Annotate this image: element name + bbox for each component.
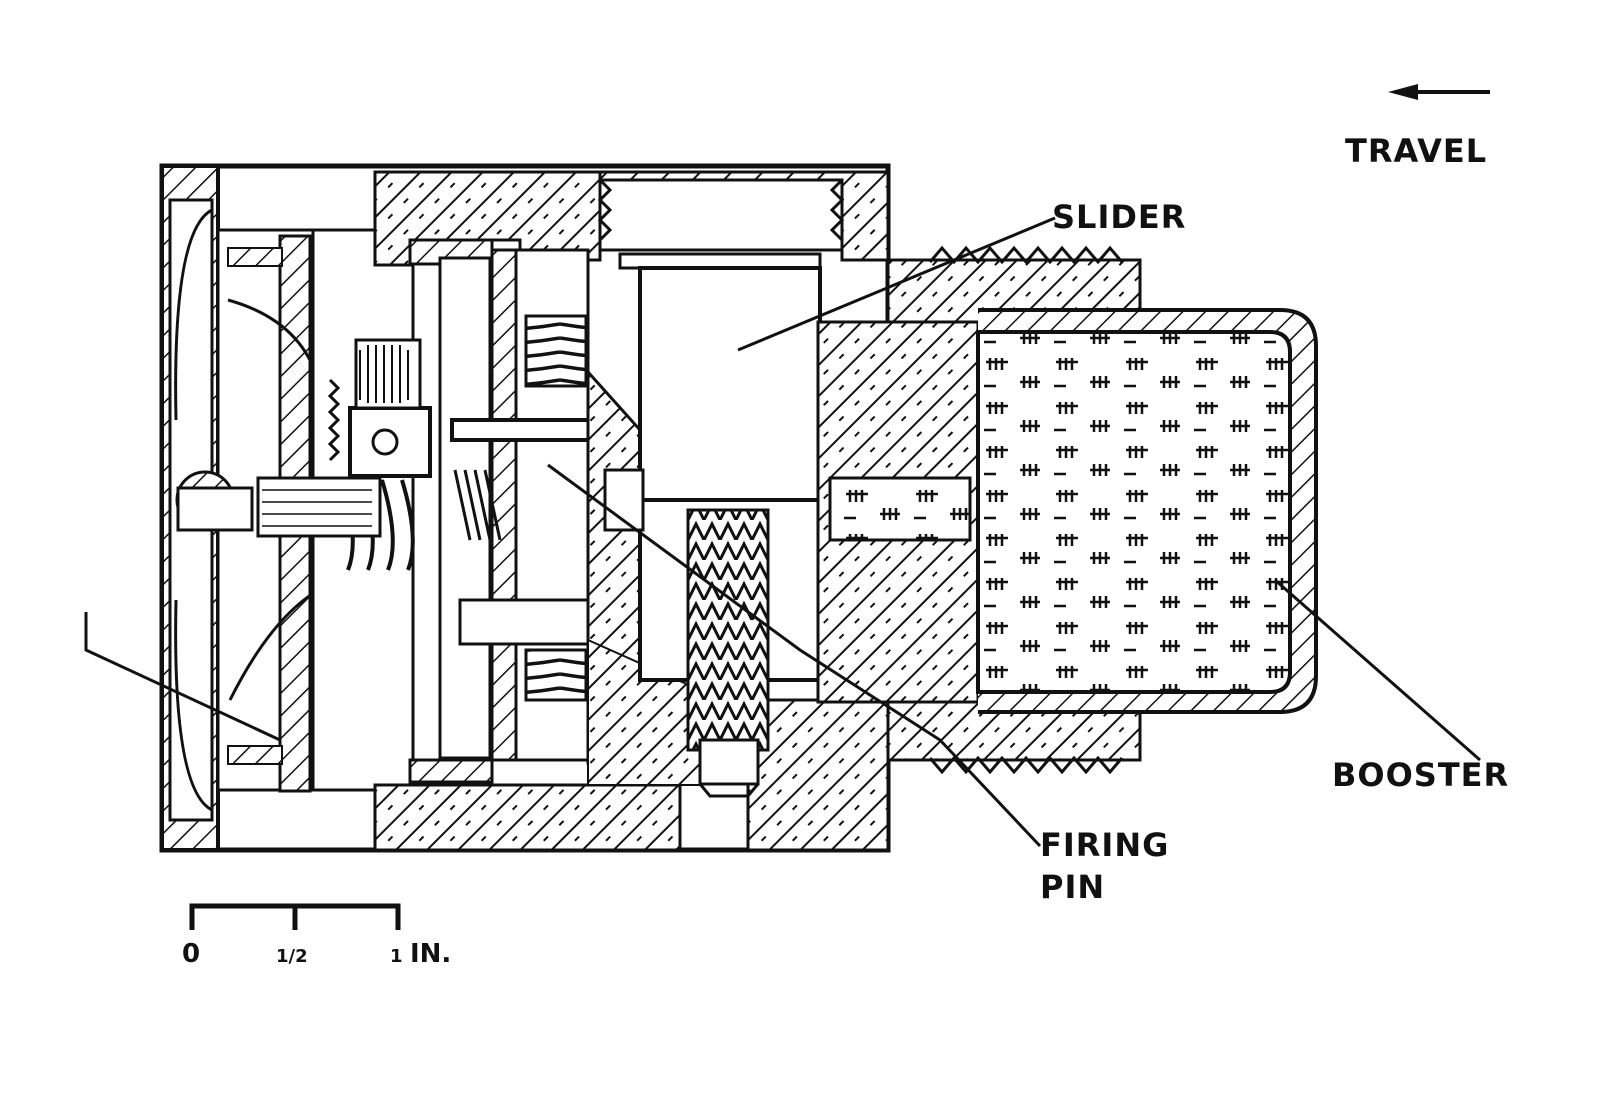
slider-leader: [737, 216, 1056, 352]
lower-spring: [524, 648, 588, 702]
booster-label: BOOSTER: [1332, 756, 1509, 794]
gear-train: [256, 228, 432, 792]
firing-pin-label-line1: FIRING: [1040, 826, 1169, 864]
travel-label: TRAVEL: [1345, 132, 1487, 170]
scale-tick-half: 1/2: [276, 946, 308, 967]
slider-label: SLIDER: [1052, 198, 1186, 236]
left-leader: [84, 612, 281, 742]
scale-unit: IN.: [410, 939, 451, 969]
threaded-neck: [886, 245, 1142, 775]
scale-bar: 0 1/2 1 IN.: [182, 903, 451, 969]
firing-pin: [686, 508, 770, 798]
lower-housing: [373, 783, 682, 852]
booster-leader: [1274, 578, 1481, 762]
upper-spring: [524, 314, 588, 388]
fuze-body: [159, 163, 980, 853]
scale-tick-0: 0: [182, 939, 200, 969]
arrow-left-icon: [1388, 84, 1490, 100]
booster: [976, 308, 1318, 714]
firing-pin-leader: [547, 463, 1042, 848]
firing-pin-label-line2: PIN: [1040, 868, 1105, 906]
lead-charge: [828, 476, 972, 542]
scale-tick-1: 1: [390, 946, 403, 967]
